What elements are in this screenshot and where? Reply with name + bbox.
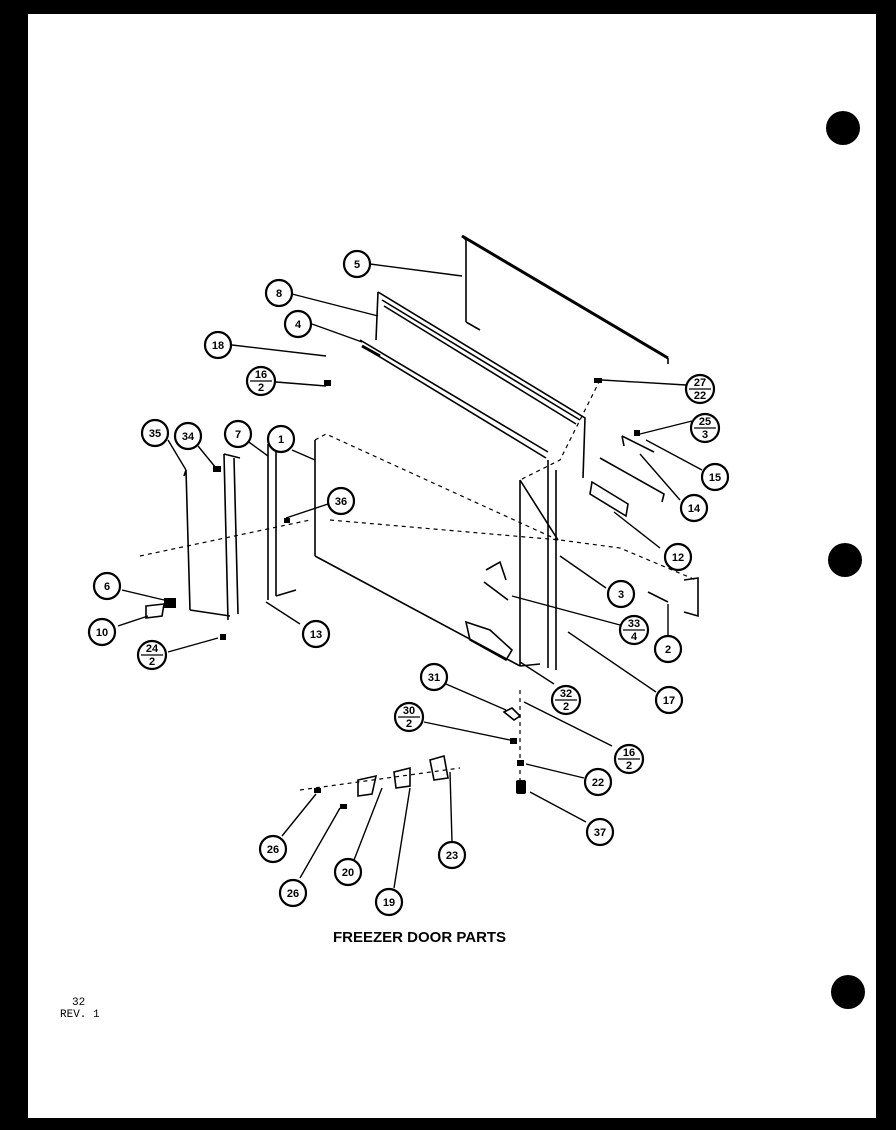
part-12-plate <box>589 480 629 518</box>
callout-35: 35 <box>140 418 170 448</box>
part-5-panel <box>461 234 669 364</box>
svg-text:5: 5 <box>354 259 360 271</box>
part-8-frame <box>375 291 586 479</box>
svg-text:4: 4 <box>631 631 638 643</box>
svg-text:16: 16 <box>623 747 635 759</box>
callout-34: 34 <box>173 421 203 451</box>
callout-1: 1 <box>266 424 296 454</box>
svg-text:24: 24 <box>146 643 159 655</box>
part-32-bracket <box>464 620 514 662</box>
svg-text:8: 8 <box>276 288 282 300</box>
binder-hole-bottom <box>831 975 865 1009</box>
svg-text:4: 4 <box>295 319 302 331</box>
svg-text:33: 33 <box>628 618 640 630</box>
svg-text:22: 22 <box>592 777 604 789</box>
svg-text:1: 1 <box>278 434 284 446</box>
callout-6: 6 <box>92 571 122 601</box>
callout-36: 36 <box>326 486 356 516</box>
callout-37: 37 <box>585 817 615 847</box>
callout-15: 15 <box>700 462 730 492</box>
callout-24: 242 <box>136 639 168 671</box>
callout-32: 322 <box>550 684 582 716</box>
page-footer: 32 REV. 1 <box>60 997 100 1021</box>
callout-2: 2 <box>653 634 683 664</box>
part-1-door-panel <box>314 433 559 670</box>
svg-text:6: 6 <box>104 581 110 593</box>
part-14-bracket <box>599 435 665 503</box>
svg-text:16: 16 <box>255 369 267 381</box>
callout-33: 334 <box>618 614 650 646</box>
callout-7: 7 <box>223 419 253 449</box>
svg-text:13: 13 <box>310 629 322 641</box>
svg-text:19: 19 <box>383 897 395 909</box>
part-2-hinge <box>647 577 699 618</box>
revision-label: REV. 1 <box>60 1009 100 1021</box>
svg-text:2: 2 <box>149 656 155 668</box>
svg-text:2: 2 <box>626 760 632 772</box>
part-33-bracket <box>483 560 509 601</box>
svg-text:36: 36 <box>335 496 347 508</box>
callout-31: 31 <box>419 662 449 692</box>
callout-3: 3 <box>606 579 636 609</box>
svg-text:35: 35 <box>149 428 161 440</box>
callout-18: 18 <box>203 330 233 360</box>
svg-text:34: 34 <box>182 431 195 443</box>
svg-text:10: 10 <box>96 627 108 639</box>
callout-30: 302 <box>393 701 425 733</box>
svg-text:2: 2 <box>563 701 569 713</box>
part-35-handle <box>183 453 241 621</box>
svg-text:3: 3 <box>618 589 624 601</box>
page-number: 32 <box>72 997 86 1009</box>
part-4-breaker <box>359 339 549 459</box>
svg-text:20: 20 <box>342 867 354 879</box>
callout-12: 12 <box>663 542 693 572</box>
svg-text:14: 14 <box>688 503 701 515</box>
binder-hole-middle <box>828 543 862 577</box>
svg-text:7: 7 <box>235 429 241 441</box>
svg-text:23: 23 <box>446 850 458 862</box>
callout-4: 4 <box>283 309 313 339</box>
callout-17: 17 <box>654 685 684 715</box>
svg-text:30: 30 <box>403 705 415 717</box>
callout-22: 22 <box>583 767 613 797</box>
svg-text:15: 15 <box>709 472 721 484</box>
callout-5: 5 <box>342 249 372 279</box>
svg-text:22: 22 <box>694 390 706 402</box>
callout-26-a: 26 <box>258 834 288 864</box>
callout-23: 23 <box>437 840 467 870</box>
callout-26-b: 26 <box>278 878 308 908</box>
svg-text:32: 32 <box>560 688 572 700</box>
svg-text:2: 2 <box>258 382 264 394</box>
svg-text:25: 25 <box>699 416 711 428</box>
svg-text:26: 26 <box>267 844 279 856</box>
part-7-trim <box>267 443 297 600</box>
svg-text:2: 2 <box>665 644 671 656</box>
callout-25: 253 <box>689 412 721 444</box>
callout-16-top: 162 <box>245 365 277 397</box>
svg-text:3: 3 <box>702 429 708 441</box>
binder-hole-top <box>826 111 860 145</box>
svg-text:17: 17 <box>663 695 675 707</box>
callout-13: 13 <box>301 619 331 649</box>
svg-text:37: 37 <box>594 827 606 839</box>
callout-20: 20 <box>333 857 363 887</box>
callout-19: 19 <box>374 887 404 917</box>
diagram-page <box>28 14 876 1118</box>
svg-text:27: 27 <box>694 377 706 389</box>
callout-14: 14 <box>679 493 709 523</box>
diagram-title: FREEZER DOOR PARTS <box>333 929 507 946</box>
svg-text:26: 26 <box>287 888 299 900</box>
svg-text:31: 31 <box>428 672 440 684</box>
callout-8: 8 <box>264 278 294 308</box>
svg-text:12: 12 <box>672 552 684 564</box>
callout-16-bottom: 162 <box>613 743 645 775</box>
svg-text:18: 18 <box>212 340 224 352</box>
svg-text:2: 2 <box>406 718 412 730</box>
callout-10: 10 <box>87 617 117 647</box>
